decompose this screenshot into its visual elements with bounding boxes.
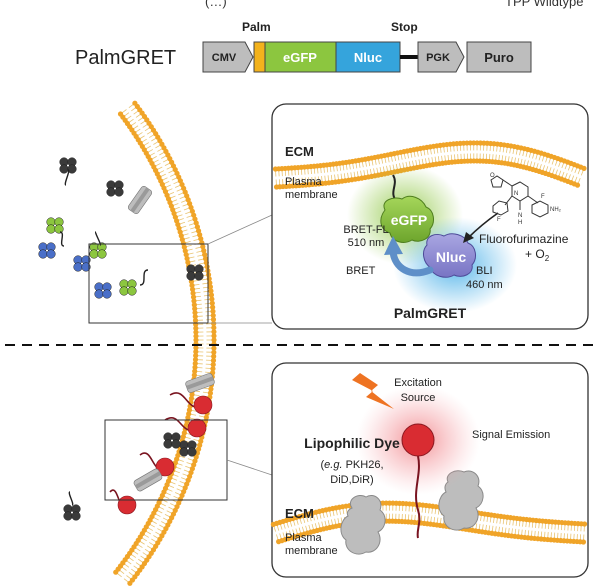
anchor-4 [139,269,149,286]
dark-protein-6 [63,504,81,521]
bret-arrow-head [384,236,403,255]
ecm-label-top: ECM [285,144,314,159]
dye-tail [415,455,421,539]
gray-channel-2 [185,373,215,393]
atom-nh: N [518,213,522,219]
gray-protein-1 [340,494,386,555]
stop-label: Stop [391,20,418,34]
lipophilic-dye-label: Lipophilic Dye [304,435,400,451]
plasma-label-bottom-1: Plasma [285,532,323,544]
egfp-segment-label: eGFP [283,50,317,65]
puro-segment [466,41,532,73]
nluc-segment [335,41,401,73]
membrane-proteins [38,157,215,521]
palm-segment [253,41,266,73]
palmgret-panel-title: PalmGRET [394,305,467,321]
construct-name: PalmGRET [75,47,176,69]
dye-examples-1: (e.g. PKH26, [321,459,384,471]
cmv-label: CMV [212,52,237,64]
excitation-label-2: Source [401,392,436,404]
dye-head [401,423,435,457]
nluc-segment-label: Nluc [354,50,382,65]
egfp-small-3 [119,279,137,296]
dark-protein-3 [186,264,204,281]
fluorofurimazine-structure [490,175,549,218]
construct: PalmGRET Palm Stop CMV eGFP Nluc PGK Pur… [75,20,532,73]
egfp-protein [380,195,434,243]
header-cut-left: (…) [205,0,227,9]
anchor-1 [64,169,70,186]
palm-label: Palm [242,20,271,34]
atom-n: N [514,191,518,197]
zoom-line-bottom-1 [226,459,273,476]
excitation-label-1: Excitation [394,377,442,389]
gray-channel-3 [133,468,163,492]
substrate-arrow-head [463,232,474,243]
atom-h: H [518,220,522,226]
egfp-small-2 [89,242,107,259]
panel-membrane [272,140,587,190]
anchor-5 [68,491,74,506]
bret-arrow [389,248,434,277]
gray-channel-1 [127,185,153,215]
nluc-small-2 [73,255,91,272]
nluc-small-1 [38,242,56,259]
bli-nm: 460 nm [466,279,503,291]
o2-label: + O2 [525,247,550,263]
excitation-lightning [352,373,394,409]
plasma-label-top-1: Plasma [285,176,323,188]
zoom-box-top [88,243,209,324]
pgk-promoter [417,41,465,73]
red-dye-4 [117,495,137,515]
ecm-label-bottom: ECM [285,506,314,521]
pgk-label: PGK [426,52,450,64]
atom-nh2: NH₂ [550,207,562,213]
substrate-label: Fluorofurimazine [479,232,569,246]
bret-fl-nm: 510 nm [348,237,385,249]
plasma-label-bottom-2: membrane [285,545,338,557]
anchor-2 [59,231,65,247]
atom-o: O [490,173,495,179]
egfp-small-1 [46,217,64,234]
anchor-3 [94,231,102,246]
dark-protein-1 [59,157,77,174]
red-dye-1 [193,395,213,415]
atom-f2: F [541,194,545,200]
bret-label: BRET [346,265,376,277]
atom-f1: F [497,217,501,223]
dye-examples-2: DiD,DiR) [330,474,373,486]
lipophilic-dye-panel: Excitation Source Signal Emission Lipoph… [270,362,589,578]
dark-protein-2 [106,180,124,197]
header-cut-right: TPP Wildtype [505,0,584,9]
nluc-protein-label: Nluc [436,249,467,265]
zoom-line-top-1 [207,214,273,245]
red-dye-3 [155,457,175,477]
egfp-protein-label: eGFP [391,212,428,228]
nluc-small-3 [94,282,112,299]
red-dye-2 [187,418,207,438]
bret-fl-label: BRET-FL [343,224,388,236]
palmgret-panel: eGFP Nluc O N N H F F NH₂ ECM Plasma [271,103,589,330]
stop-linker [400,55,418,59]
plasma-label-top-2: membrane [285,189,338,201]
puro-label: Puro [484,50,514,65]
dark-protein-4 [179,440,197,457]
dark-protein-5 [163,432,181,449]
bli-label: BLI [476,265,493,277]
cmv-promoter [202,41,254,73]
signal-emission-label: Signal Emission [472,429,550,441]
